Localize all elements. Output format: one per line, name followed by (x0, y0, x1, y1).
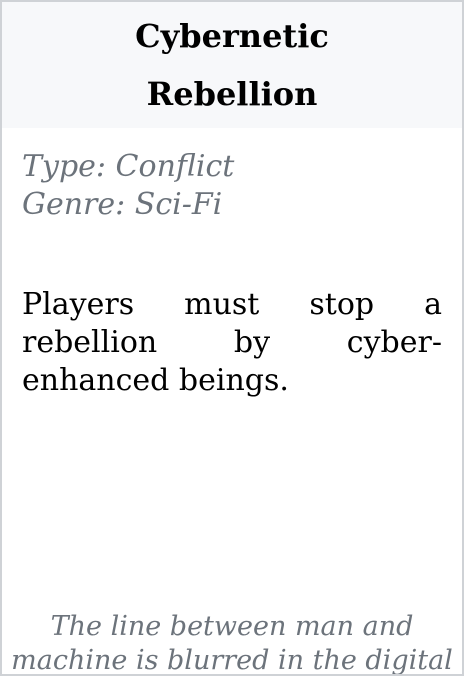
card-type: Type: Conflict (22, 149, 235, 184)
card-genre: Genre: Sci-Fi (22, 187, 223, 222)
card-meta: Type: Conflict Genre: Sci-Fi (2, 128, 462, 224)
card-title: Cybernetic Rebellion (135, 17, 329, 113)
card-description: Players must stop a rebellion by cyber-e… (22, 287, 442, 398)
card-flavor-text: The line between man and machine is blur… (11, 611, 453, 676)
card-header: Cybernetic Rebellion (2, 2, 462, 128)
